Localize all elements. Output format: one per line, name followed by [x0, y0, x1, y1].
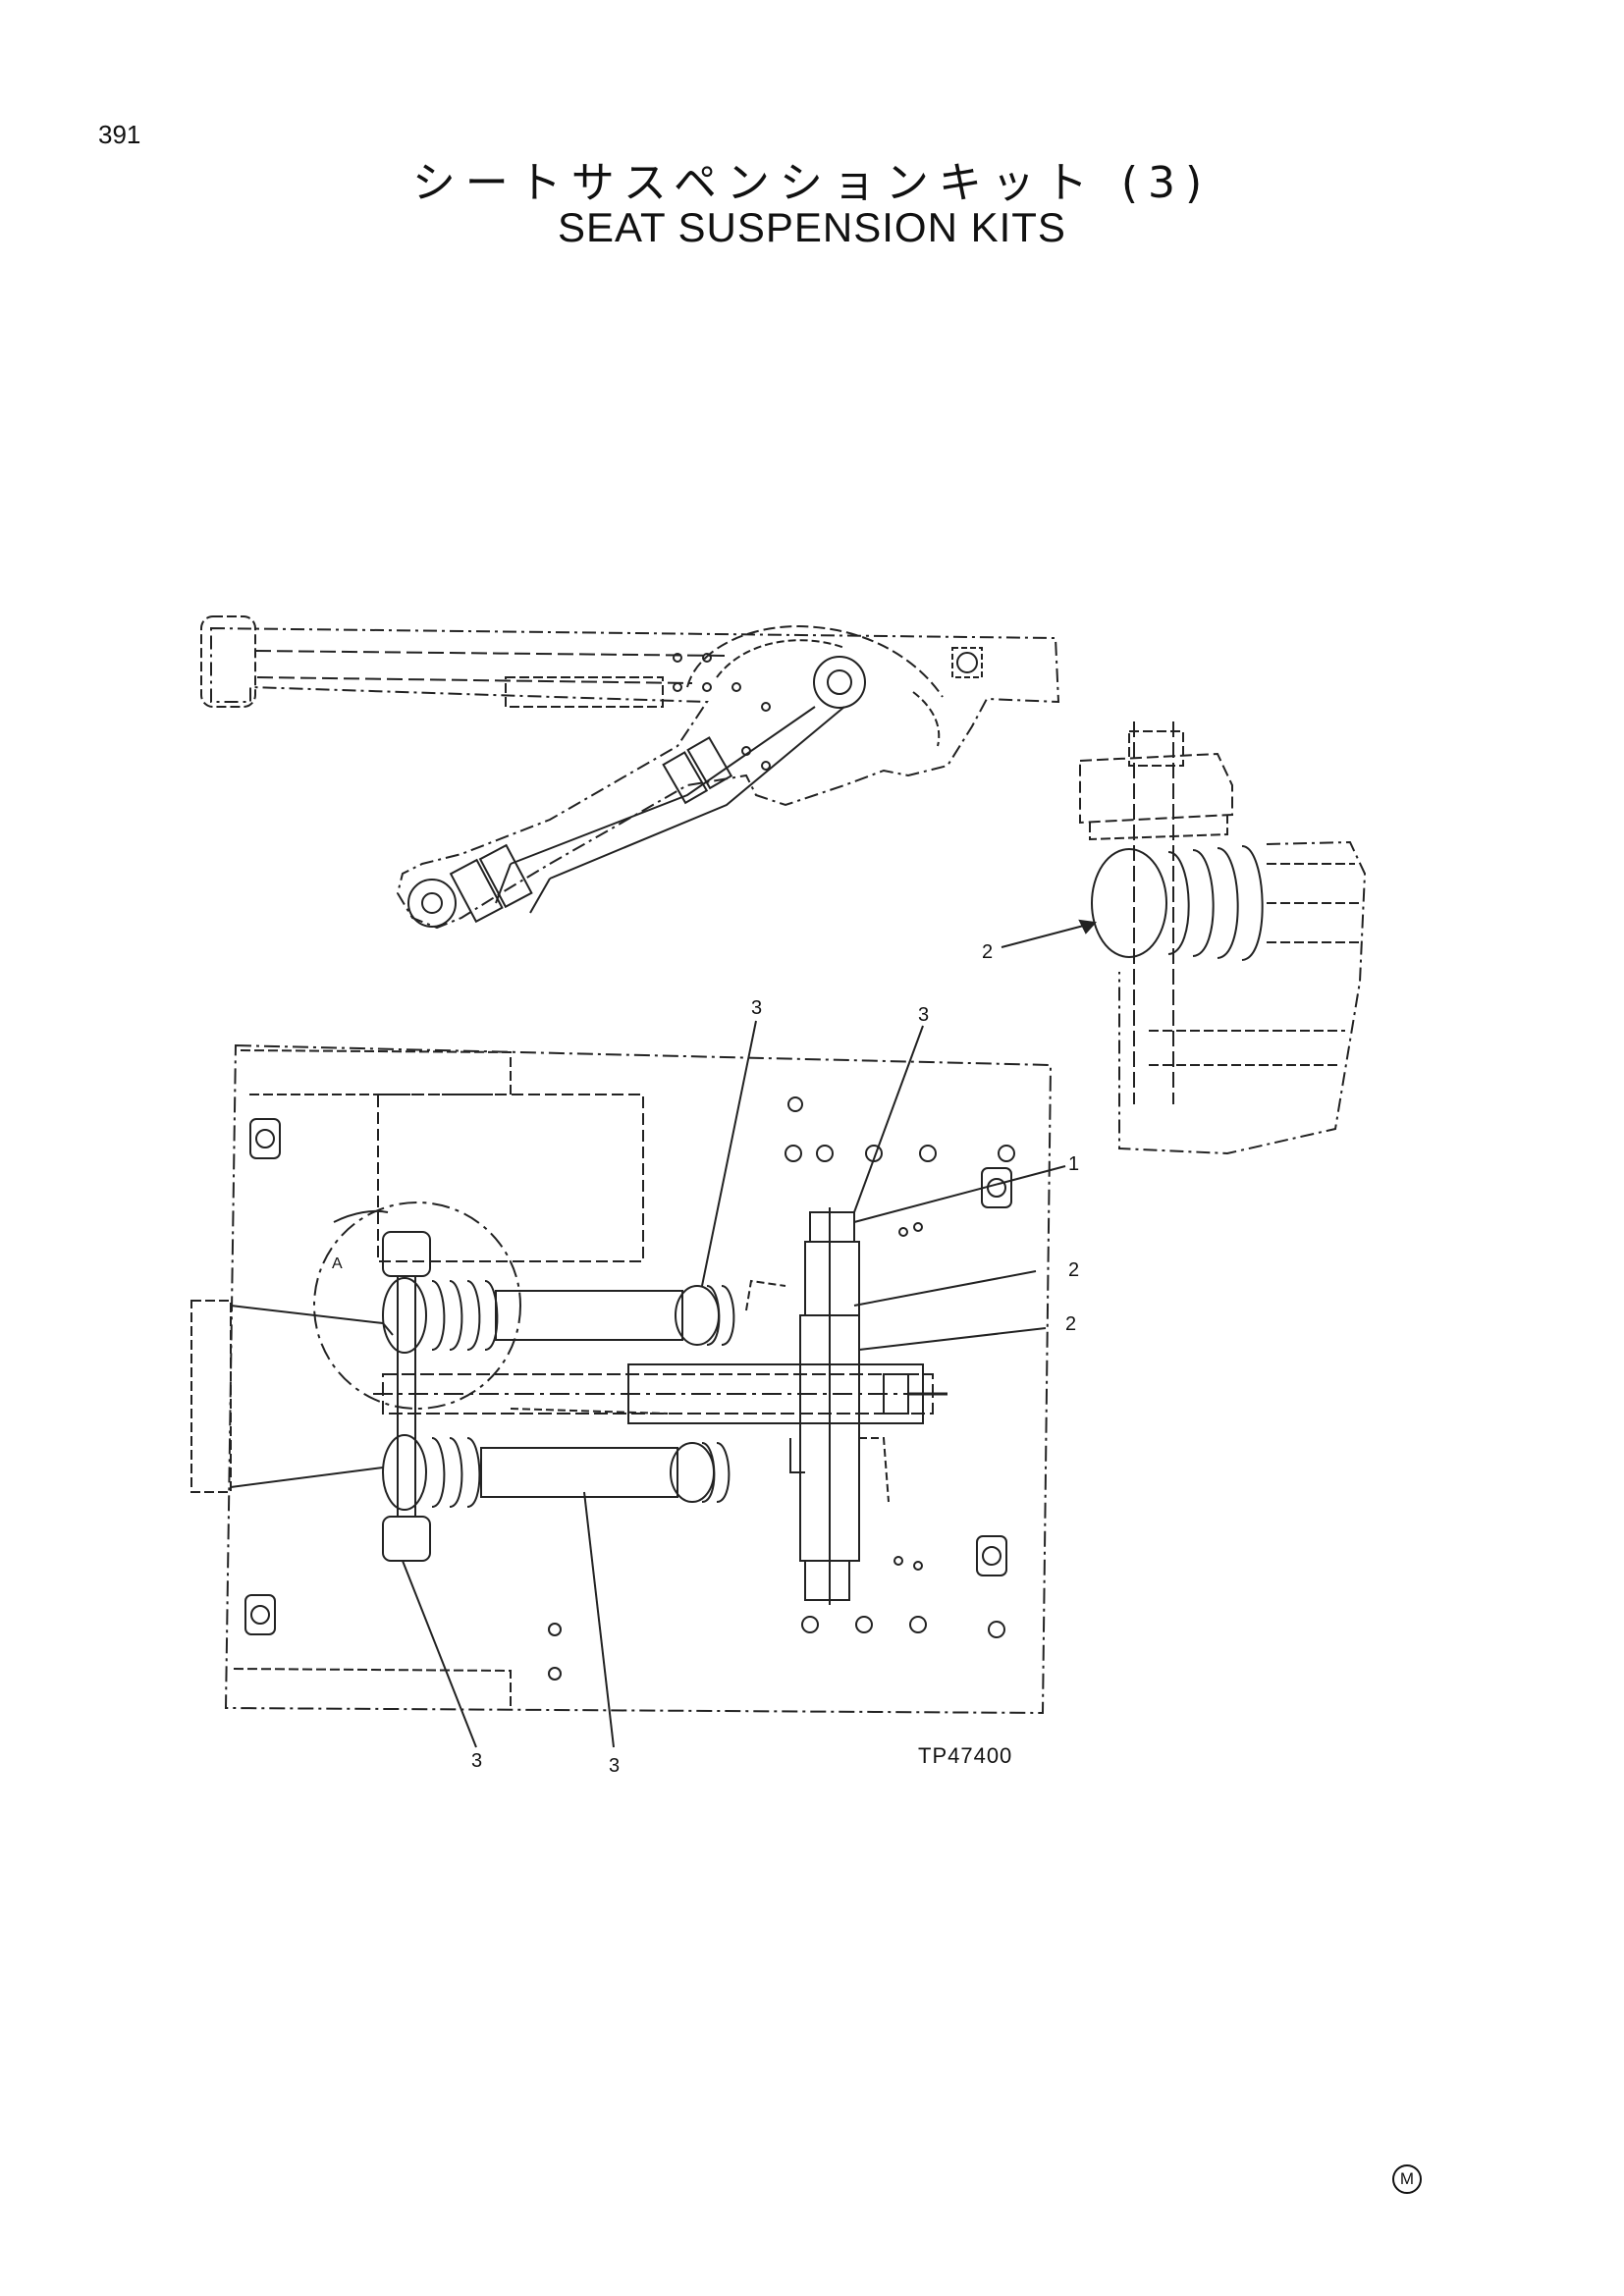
- leader-lines: [333, 1020, 1066, 1748]
- side-view-assembly: [200, 615, 1060, 930]
- callout-3-top-left: 3: [751, 997, 762, 1019]
- title-english: SEAT SUSPENSION KITS: [558, 204, 1066, 250]
- callout-3-top-right: 3: [918, 1004, 929, 1026]
- corner-mark: M: [1392, 2164, 1422, 2194]
- callout-2-top: 2: [1068, 1259, 1079, 1281]
- callout-2-bottom: 2: [1065, 1313, 1076, 1335]
- detail-view-bushing: [1001, 721, 1367, 1155]
- figure-code: TP47400: [918, 1743, 1013, 1768]
- plan-view-assembly: [190, 1043, 1053, 1715]
- callout-1: 1: [1068, 1153, 1079, 1175]
- detail-label-a: A: [332, 1255, 343, 1272]
- callout-2-side: 2: [982, 941, 993, 963]
- page-number: 391: [98, 120, 141, 149]
- callout-3-bottom-left: 3: [471, 1750, 482, 1772]
- title-japanese: シートサスペンションキット (3): [411, 158, 1213, 208]
- callout-3-bottom-right: 3: [609, 1755, 620, 1777]
